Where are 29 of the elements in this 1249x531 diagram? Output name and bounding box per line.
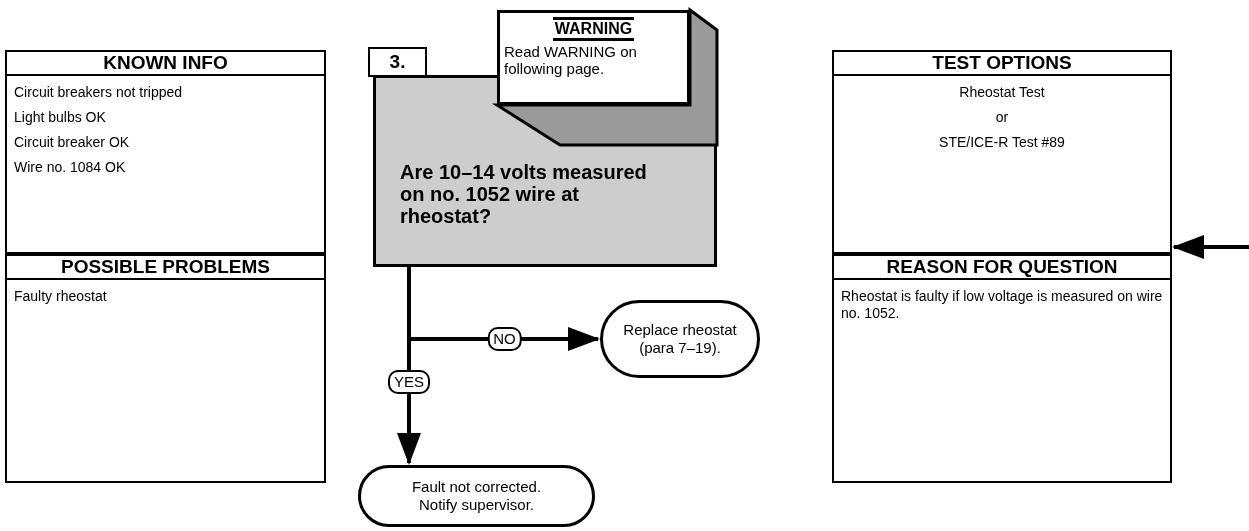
question-text: Are 10–14 volts measured on no. 1052 wire at rheostat? (400, 161, 648, 227)
step-number: 3. (389, 49, 406, 74)
arrow (397, 267, 421, 465)
info-panel (5, 254, 326, 483)
panel-heading: REASON FOR QUESTION (834, 256, 1170, 280)
panel-text: Circuit breaker OK (14, 134, 131, 151)
info-panel (5, 50, 326, 254)
panel-heading: POSSIBLE PROBLEMS (7, 256, 324, 280)
step-number-tab (368, 47, 427, 77)
info-panel (832, 254, 1172, 483)
edge-label: NO (487, 327, 522, 351)
panel-text: or (995, 109, 1009, 126)
panel-text: Faulty rheostat (14, 288, 108, 305)
panel-heading: TEST OPTIONS (834, 52, 1170, 76)
edge-label: YES (388, 369, 430, 394)
terminal-text: Fault not corrected. Notify supervisor. (410, 478, 543, 514)
arrow (1172, 235, 1249, 259)
panel-text: STE/ICE-R Test #89 (939, 134, 1065, 151)
panel-text: Light bulbs OK (14, 109, 107, 126)
warning-heading: WARNING (552, 17, 635, 41)
warning-text: Read WARNING on following page. (503, 43, 638, 77)
terminal-text: Replace rheostat (para 7–19). (622, 321, 738, 357)
panel-text: Circuit breakers not tripped (14, 84, 184, 101)
panel-text: Rheostat Test (959, 84, 1045, 101)
info-panel (832, 50, 1172, 254)
panel-text: Wire no. 1084 OK (14, 159, 127, 176)
warning-box (497, 10, 690, 105)
panel-heading: KNOWN INFO (7, 52, 324, 76)
panel-text: Rheostat is faulty if low voltage is measured on wire no. 1052. (841, 288, 1163, 322)
